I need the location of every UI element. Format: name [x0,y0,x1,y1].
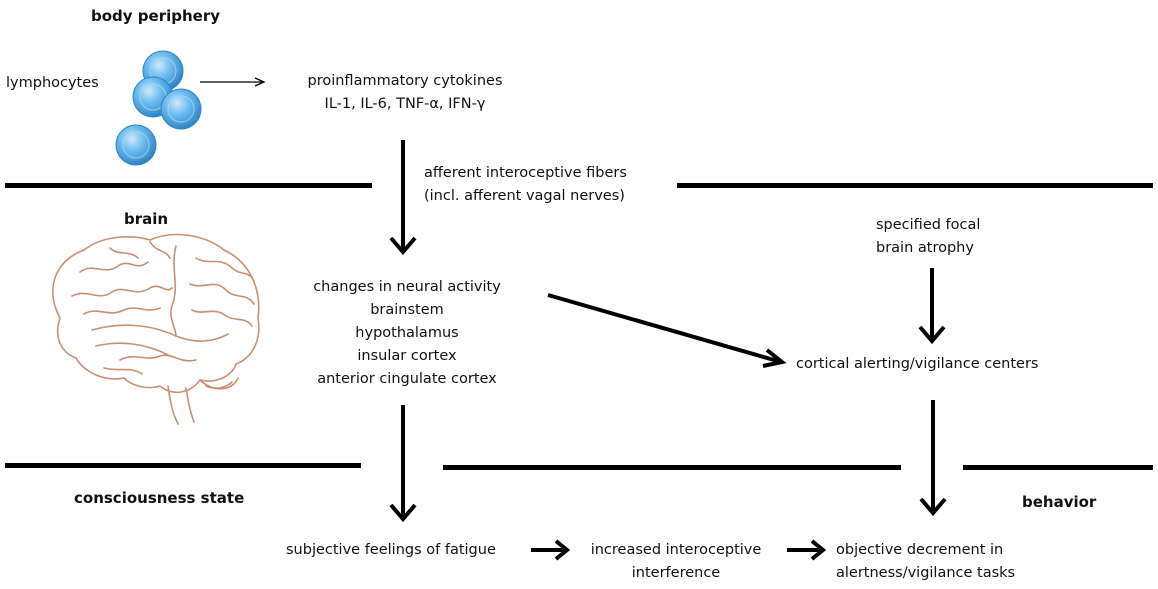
interference-line2: interference [631,565,721,581]
section-consciousness-state: consciousness state [74,489,245,507]
neural-region: hypothalamus [355,325,459,341]
arrow-atrophy-to-cortical [918,268,946,345]
neural-region: insular cortex [357,348,457,364]
section-body-periphery: body periphery [91,7,220,25]
neural-title: changes in neural activity [313,279,501,295]
arrow-fatigue-to-interference [531,539,571,561]
interference-line1: increased interoceptive [590,542,762,558]
section-brain: brain [124,210,169,228]
atrophy-line1: specified focal [876,217,981,233]
arrow-neural-to-cortical [547,293,787,368]
lymphocyte-cells-icon [115,50,202,166]
afferent-line1: afferent interoceptive fibers [424,165,627,181]
cytokines-list: IL-1, IL-6, TNF-α, IFN-γ [324,96,486,112]
decrement-line2: alertness/vigilance tasks [836,565,1016,581]
node-decrement: objective decrement in alertness/vigilan… [836,539,1015,585]
arrow-cytokines-to-neural [389,140,417,256]
neural-region: brainstem [370,302,444,318]
node-cytokines: proinflammatory cytokines IL-1, IL-6, TN… [270,70,540,116]
node-lymphocytes: lymphocytes [6,75,99,91]
arrow-interference-to-decrement [787,539,827,561]
decrement-line1: objective decrement in [836,542,1004,558]
cytokines-title: proinflammatory cytokines [307,73,503,89]
section-behavior: behavior [1022,493,1097,511]
node-brain-atrophy: specified focal brain atrophy [876,214,980,260]
arrow-neural-to-fatigue [389,405,417,523]
brain-icon [52,233,260,425]
arrow-cortical-to-decrement [919,400,947,517]
separator-top [5,183,1153,188]
neural-region: anterior cingulate cortex [317,371,497,387]
node-afferent-fibers: afferent interoceptive fibers (incl. aff… [424,162,627,208]
separator-bottom [5,463,1153,470]
arrow-lymphocytes-to-cytokines [200,77,266,87]
afferent-line2: (incl. afferent vagal nerves) [424,188,625,204]
atrophy-line2: brain atrophy [876,240,974,256]
node-neural-activity: changes in neural activity brainstem hyp… [292,276,522,391]
node-interference: increased interoceptive interference [568,539,784,585]
node-cortical-centers: cortical alerting/vigilance centers [796,356,1039,372]
node-fatigue: subjective feelings of fatigue [286,542,496,558]
